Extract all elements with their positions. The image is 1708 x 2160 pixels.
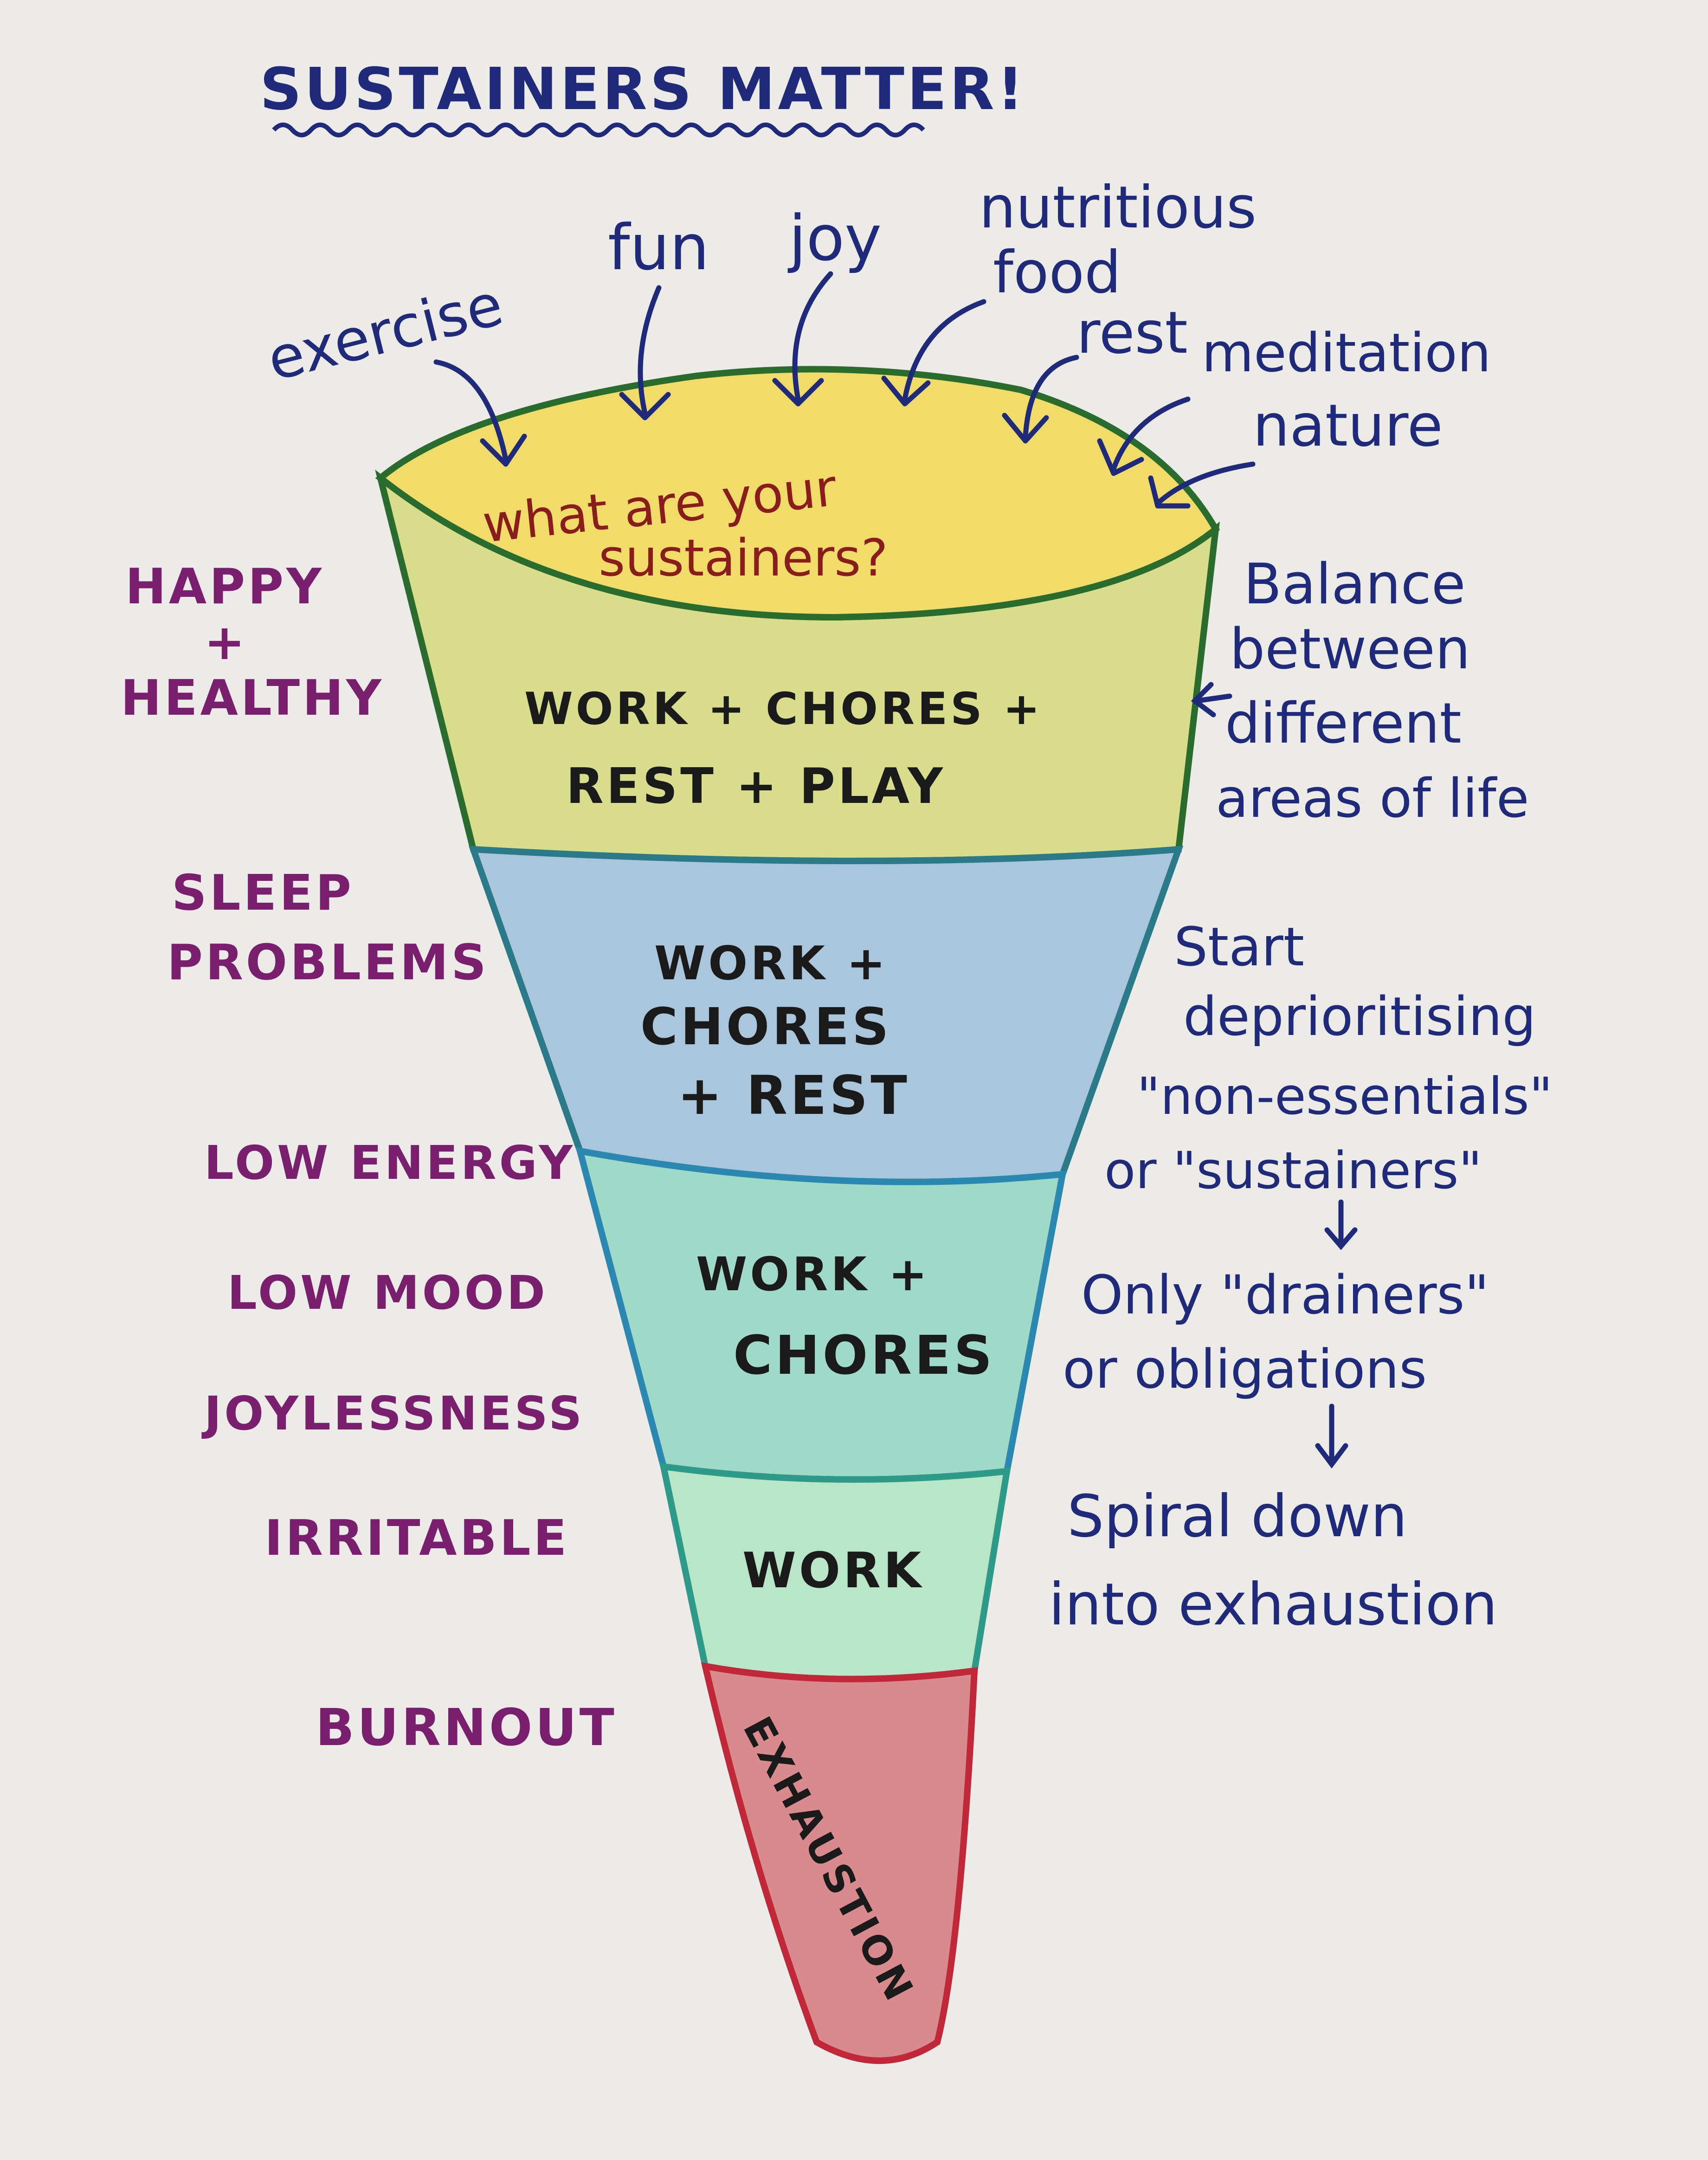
down-arrow-1 bbox=[1324, 1199, 1358, 1250]
note-drainers-2: or obligations bbox=[1063, 1339, 1427, 1401]
state-low-mood: LOW MOOD bbox=[227, 1266, 548, 1320]
sustainer-fun: fun bbox=[608, 211, 709, 284]
sustainer-exercise: exercise bbox=[261, 271, 509, 394]
note-spiral-1: Spiral down bbox=[1067, 1483, 1407, 1550]
sustainer-rest: rest bbox=[1076, 299, 1188, 367]
layer-3-line-1: WORK + bbox=[696, 1247, 930, 1301]
note-deprioritise-4: or "sustainers" bbox=[1104, 1141, 1482, 1200]
layer-2-line-3: + REST bbox=[677, 1065, 910, 1127]
layer-2-line-2: CHORES bbox=[640, 997, 891, 1056]
state-happy: HAPPY bbox=[125, 558, 324, 615]
layer-3-line-2: CHORES bbox=[733, 1325, 995, 1387]
state-irritable: IRRITABLE bbox=[264, 1510, 569, 1566]
note-deprioritise-1: Start bbox=[1174, 916, 1304, 978]
note-spiral-2: into exhaustion bbox=[1049, 1571, 1497, 1638]
state-problems: PROBLEMS bbox=[167, 934, 489, 991]
note-balance-2: between bbox=[1230, 617, 1470, 682]
sustainer-meditation: meditation bbox=[1202, 322, 1491, 384]
note-deprioritise-2: deprioritising bbox=[1183, 986, 1536, 1048]
note-balance-3: different bbox=[1225, 692, 1462, 756]
layer-4-line-1: WORK bbox=[742, 1542, 924, 1599]
sustainer-joy: joy bbox=[787, 202, 882, 275]
balance-arrow bbox=[1191, 682, 1232, 718]
state-burnout: BURNOUT bbox=[316, 1698, 617, 1757]
note-deprioritise-3: "non-essentials" bbox=[1137, 1067, 1553, 1126]
down-arrow-2 bbox=[1315, 1403, 1348, 1469]
sustainer-arrows bbox=[433, 271, 1256, 509]
layer-1-line-2: REST + PLAY bbox=[566, 758, 946, 815]
sustainer-food: food bbox=[993, 239, 1121, 306]
title-wavy-underline bbox=[272, 123, 925, 137]
right-notes: Balance between different areas of life … bbox=[1049, 552, 1553, 1638]
note-balance-4: areas of life bbox=[1216, 768, 1529, 830]
note-drainers-1: Only "drainers" bbox=[1081, 1264, 1489, 1326]
sustainer-nutritious: nutritious bbox=[979, 174, 1257, 241]
sustainer-nature: nature bbox=[1253, 392, 1443, 459]
funnel-layer-red bbox=[701, 1662, 978, 2064]
left-states: HAPPY + HEALTHY SLEEP PROBLEMS LOW ENERG… bbox=[121, 558, 617, 1757]
state-joylessness: JOYLESSNESS bbox=[201, 1386, 585, 1441]
note-balance-1: Balance bbox=[1244, 552, 1466, 617]
top-question-line-2: sustainers? bbox=[599, 528, 888, 588]
title: SUSTAINERS MATTER! bbox=[260, 56, 1026, 123]
state-healthy: HEALTHY bbox=[121, 670, 384, 726]
funnel-layer-teal bbox=[575, 1147, 1067, 1483]
state-happy-plus: + bbox=[204, 614, 248, 671]
state-sleep: SLEEP bbox=[172, 865, 354, 921]
layer-1-line-1: WORK + CHORES + bbox=[524, 684, 1043, 735]
funnel-top-yellow bbox=[375, 366, 1220, 621]
layer-2-line-1: WORK + bbox=[654, 936, 888, 990]
state-low-energy: LOW ENERGY bbox=[204, 1136, 575, 1190]
